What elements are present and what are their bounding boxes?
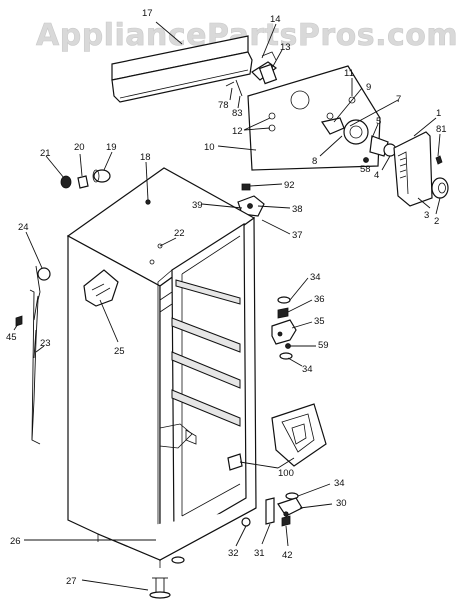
callout-11: 11	[344, 68, 354, 79]
part-92-screw	[241, 183, 251, 191]
part-34-washer-top	[277, 296, 291, 304]
part-2-knob	[431, 177, 449, 199]
callout-100: 100	[278, 468, 294, 479]
callout-17: 17	[142, 8, 153, 19]
callout-5: 5	[376, 116, 381, 127]
callout-38: 38	[292, 204, 303, 215]
part-83-screw	[235, 79, 243, 97]
callout-22: 22	[174, 228, 185, 239]
callout-12: 12	[232, 126, 243, 137]
callout-7: 7	[396, 94, 401, 105]
callout-25: 25	[114, 346, 125, 357]
part-100-detail-inset	[227, 403, 327, 471]
callout-21: 21	[40, 148, 51, 159]
callout-32: 32	[228, 548, 239, 559]
callout-10: 10	[204, 142, 215, 153]
part-1-control-housing	[393, 131, 433, 207]
callout-3: 3	[424, 210, 429, 221]
part-21-bushing	[60, 175, 72, 189]
callout-19: 19	[106, 142, 117, 153]
callout-92: 92	[284, 180, 295, 191]
callout-1: 1	[436, 108, 441, 119]
callout-45: 45	[6, 332, 17, 343]
part-30-bottom-hinge	[277, 497, 303, 517]
callout-36: 36	[314, 294, 325, 305]
part-25-drain-trough	[83, 269, 119, 307]
callout-58: 58	[360, 164, 371, 175]
part-17-trim-strip	[111, 35, 253, 103]
part-24-door-stop	[31, 265, 51, 441]
part-81-screw	[435, 155, 443, 165]
callout-8: 8	[312, 156, 317, 167]
callout-35: 35	[314, 316, 325, 327]
callout-9: 9	[366, 82, 371, 93]
part-59-nut	[285, 343, 291, 349]
callout-4: 4	[374, 170, 379, 181]
part-35-center-hinge	[271, 319, 297, 345]
part-23-rod	[29, 289, 41, 445]
callout-18: 18	[140, 152, 151, 163]
part-11-plug	[348, 96, 356, 104]
leader-lines	[13, 21, 441, 591]
part-34-washer-mid	[279, 352, 293, 360]
callout-labels: 17 14 13 11 9 7 1 81 78 83 12 10 8 58 5 …	[6, 8, 447, 587]
callout-42: 42	[282, 550, 293, 561]
callout-26: 26	[10, 536, 21, 547]
callout-27: 27	[66, 576, 77, 587]
callout-34-top: 34	[310, 272, 321, 283]
part-13-control	[258, 63, 278, 85]
part-19-cap	[92, 169, 111, 183]
part-32-leveler	[171, 517, 251, 564]
callout-59: 59	[318, 340, 329, 351]
callout-30: 30	[336, 498, 347, 509]
part-42-screw	[281, 515, 291, 527]
part-26-cabinet	[66, 167, 257, 568]
part-20-roller	[77, 175, 89, 189]
callout-23: 23	[40, 338, 51, 349]
callout-13: 13	[280, 42, 291, 53]
callout-78: 78	[218, 100, 229, 111]
callout-81: 81	[436, 124, 447, 135]
callout-39: 39	[192, 200, 203, 211]
part-27-leg-screw	[149, 577, 171, 599]
part-45-screw	[15, 315, 23, 327]
callout-34-mid: 34	[302, 364, 313, 375]
part-36-bushing	[277, 307, 289, 319]
callout-34-bottom: 34	[334, 478, 345, 489]
callout-31: 31	[254, 548, 265, 559]
part-78-screw	[225, 81, 235, 87]
callout-24: 24	[18, 222, 29, 233]
part-31-pin	[265, 497, 275, 525]
part-10-panel	[247, 65, 381, 171]
callout-2: 2	[434, 216, 439, 227]
callout-14: 14	[270, 14, 281, 25]
part-8-fan-motor	[343, 119, 369, 145]
callout-83: 83	[232, 108, 243, 119]
callout-20: 20	[74, 142, 85, 153]
watermark: AppliancePartsPros.com	[36, 18, 458, 53]
part-9-fan-blade	[321, 117, 345, 135]
callout-37: 37	[292, 230, 303, 241]
